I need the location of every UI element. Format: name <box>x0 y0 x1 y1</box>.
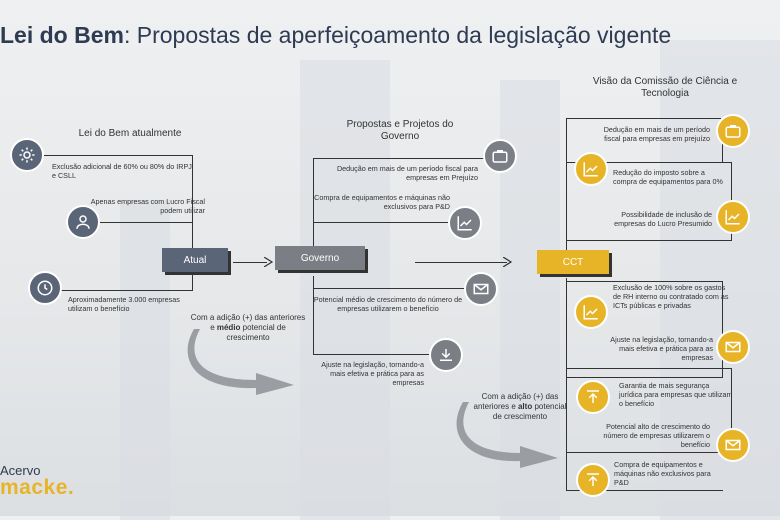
curved-arrow-2 <box>456 402 558 468</box>
governo-header: Propostas e Projetos do Governo <box>325 119 475 143</box>
atual-box: Atual <box>162 248 228 272</box>
upload-icon <box>576 463 610 497</box>
cct-note: Com a adição (+) das anteriores e alto p… <box>470 392 570 422</box>
cct-item-7: Potencial alto de crescimento do número … <box>603 422 710 449</box>
cct-note-bold: alto <box>517 402 533 411</box>
atual-item-2: Apenas empresas com Lucro Fiscal podem u… <box>90 197 205 215</box>
cct-item-5: Ajuste na legislação, tornando-a mais ef… <box>610 335 713 362</box>
governo-header-line1: Propostas e Projetos do <box>346 119 454 130</box>
title-bold: Lei do Bem <box>0 22 124 48</box>
cct-item-6: Garantia de mais segurança jurídica para… <box>619 381 733 408</box>
cct-note-pre: Com a adição (+) das anteriores e <box>473 392 559 411</box>
upload-icon <box>576 380 610 414</box>
atual-item-3: Aproximadamente 3.000 empresas utilizam … <box>68 295 180 313</box>
governo-item-4: Ajuste na legislação, tornando-a mais ef… <box>321 360 424 387</box>
cct-box: CCT <box>537 250 609 274</box>
logo-line1: Acervo <box>0 463 41 478</box>
page-title: Lei do Bem: Propostas de aperfeiçoamento… <box>0 22 671 49</box>
briefcase-icon <box>483 139 517 173</box>
governo-item-1: Dedução em mais de um período fiscal par… <box>336 164 478 182</box>
atual-item-1: Exclusão adicional de 60% ou 80% do IRPJ… <box>52 162 192 180</box>
governo-item-2: Compra de equipamentos e máquinas não ex… <box>314 193 450 211</box>
logo-line2: macke. <box>0 476 75 499</box>
governo-item-3: Potencial médio de crescimento do número… <box>313 295 463 313</box>
cct-item-3: Possibilidade de inclusão de empresas do… <box>614 210 712 228</box>
briefcase-icon <box>716 114 750 148</box>
chart-icon <box>448 206 482 240</box>
mail-icon <box>716 330 750 364</box>
curved-arrow-1 <box>187 329 294 395</box>
mail-icon <box>716 428 750 462</box>
governo-box: Governo <box>275 246 365 270</box>
download-icon <box>429 338 463 372</box>
cct-item-4: Exclusão de 100% sobre os gastos de RH i… <box>613 283 729 310</box>
cct-item-8: Compra de equipamentos e máquinas não ex… <box>614 460 711 487</box>
governo-note-pre: Com a adição (+) das anteriores e <box>190 313 306 332</box>
user-icon <box>66 205 100 239</box>
cct-header-line2: Tecnologia <box>641 88 689 99</box>
clock-icon <box>28 271 62 305</box>
chart-icon <box>574 295 608 329</box>
governo-note-bold: médio <box>216 323 241 332</box>
chart-icon <box>716 200 750 234</box>
governo-header-line2: Governo <box>380 131 420 142</box>
governo-note-post: potencial de crescimento <box>226 323 286 342</box>
cct-header: Visão da Comissão de Ciência e Tecnologi… <box>580 76 750 100</box>
cct-item-2: Redução do imposto sobre a compra de equ… <box>613 168 723 186</box>
gear-icon <box>10 138 44 172</box>
cct-header-line1: Visão da Comissão de Ciência e <box>592 76 738 87</box>
cct-item-1: Dedução em mais de um período fiscal par… <box>603 125 710 143</box>
title-rest: : Propostas de aperfeiçoamento da legisl… <box>123 22 672 48</box>
atual-header: Lei do Bem atualmente <box>78 128 182 139</box>
mail-icon <box>464 272 498 306</box>
governo-note: Com a adição (+) das anteriores e médio … <box>188 313 308 343</box>
cct-note-post: potencial de crescimento <box>492 402 567 421</box>
chart-icon <box>574 152 608 186</box>
